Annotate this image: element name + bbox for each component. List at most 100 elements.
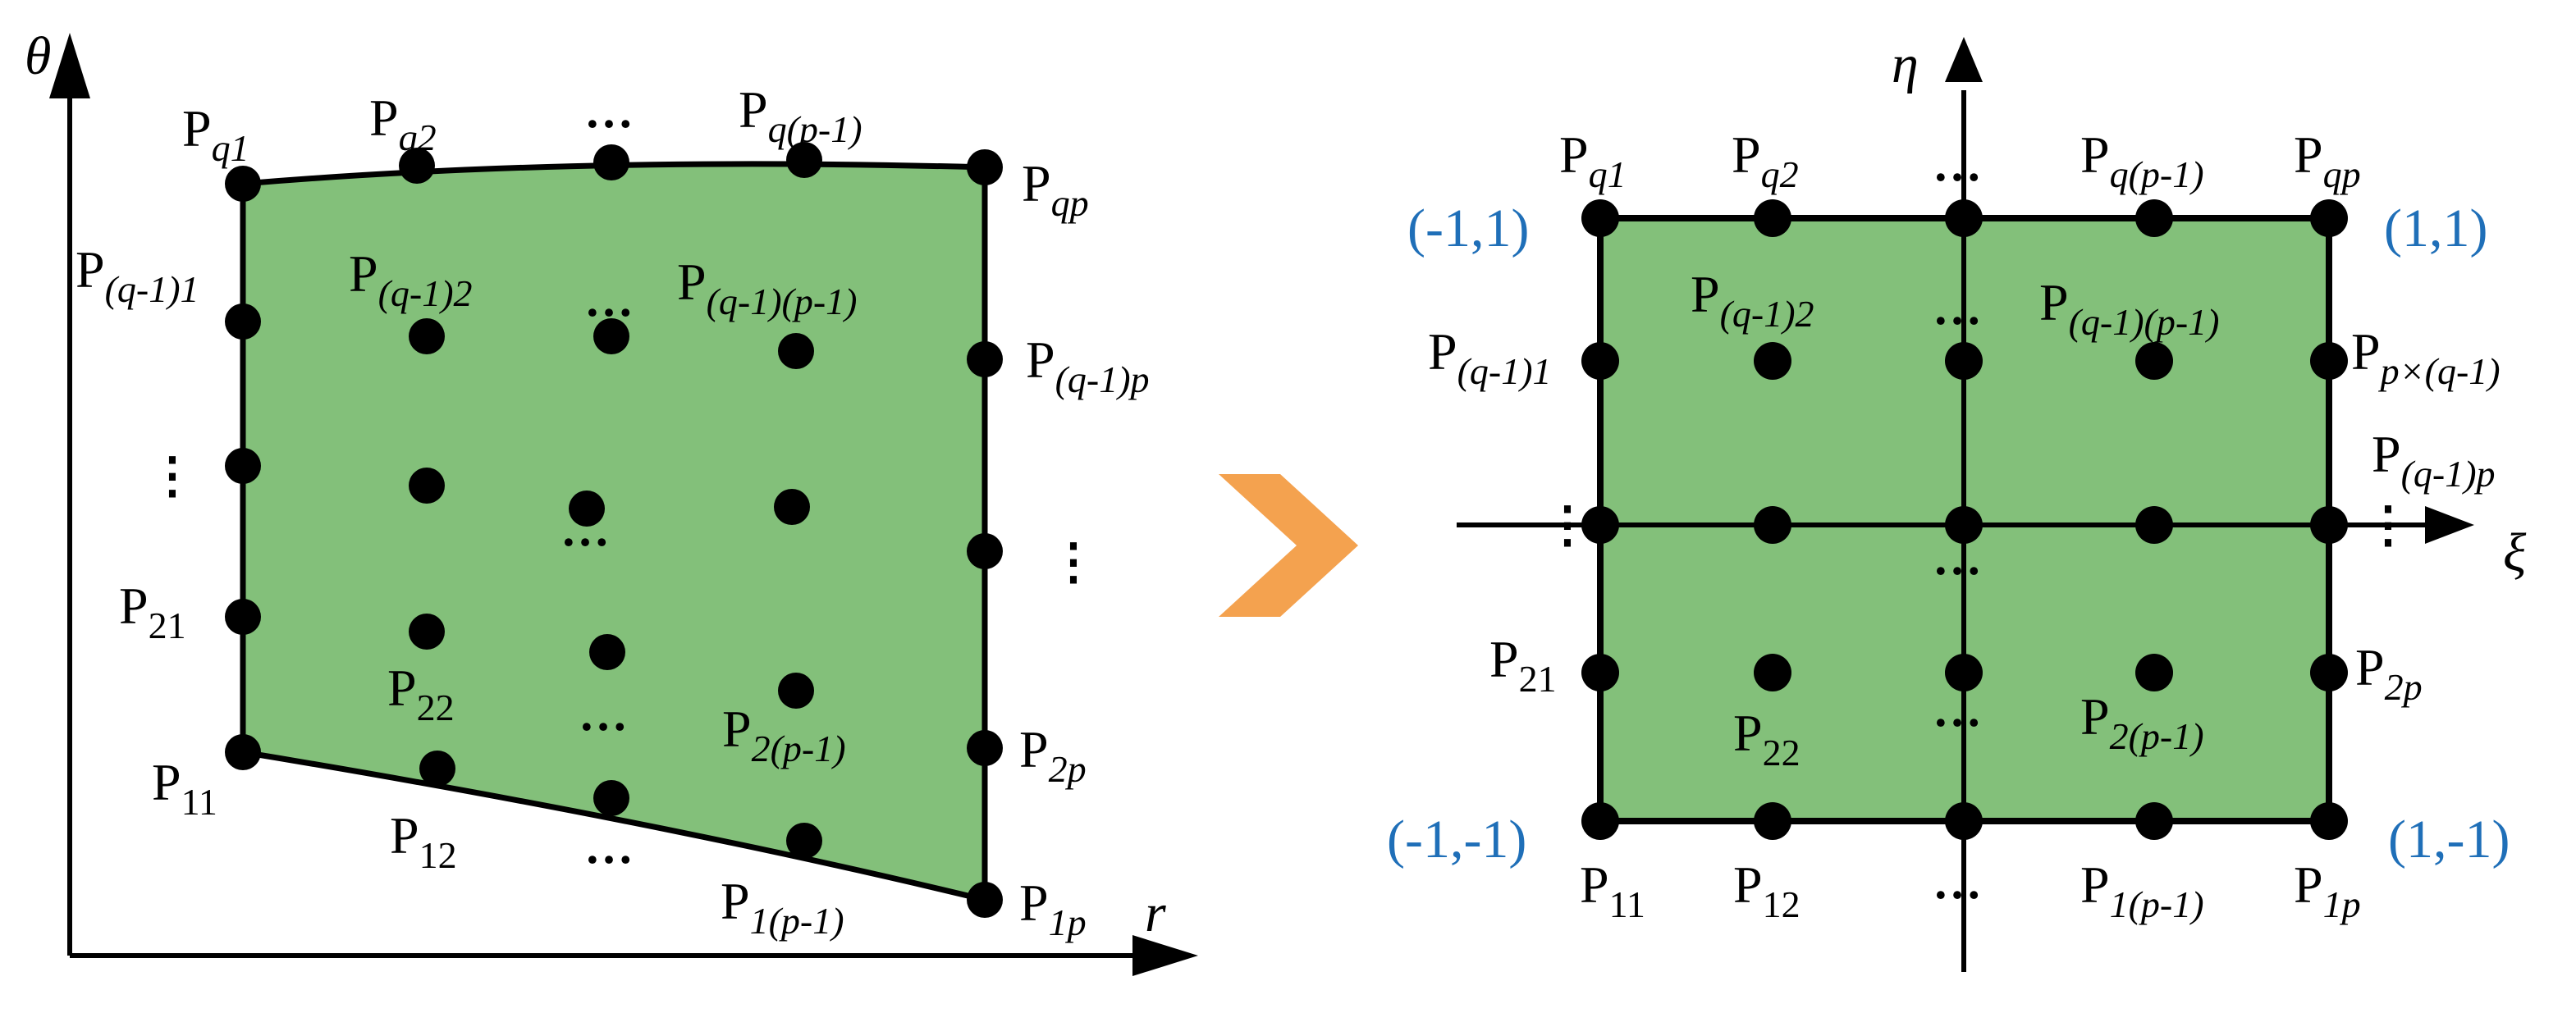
corner-coord-bottom-left: (-1,-1) — [1387, 810, 1526, 869]
label-p-22: P22 — [387, 659, 455, 728]
label-p-1-p-1: P1(p-1) — [721, 872, 844, 942]
physical-node-6 — [225, 303, 261, 340]
physical-node-24 — [786, 823, 822, 859]
physical-node-16 — [225, 599, 261, 635]
ref-label-p-11: P11 — [1580, 856, 1645, 925]
label-p-q-1-p: P(q-1)p — [1026, 331, 1150, 400]
physical-node-22 — [419, 751, 455, 787]
label-p-11: P11 — [152, 753, 217, 823]
left-ellipsis-inner-bottom: … — [579, 687, 628, 741]
right-label-group: Pq1 Pq2 Pq(p-1) Pqp P(q-1)1 P(q-1)2 P(q-… — [1428, 125, 2501, 925]
label-p-12: P12 — [390, 806, 457, 876]
left-vertical-arrowhead — [49, 33, 90, 98]
reference-node-1 — [1581, 199, 1619, 237]
label-p-q-1-1: P(q-1)1 — [75, 240, 199, 310]
physical-node-19 — [778, 673, 814, 709]
right-horizontal-arrowhead — [2425, 506, 2474, 544]
ref-label-p-q1: Pq1 — [1559, 125, 1627, 195]
left-ellipsis-inner-mid: … — [560, 502, 610, 556]
reference-node-18 — [1945, 654, 1983, 691]
physical-node-12 — [409, 468, 445, 504]
physical-node-13 — [569, 491, 605, 527]
reference-node-11 — [1581, 506, 1619, 544]
ref-label-p-q-1-p: P(q-1)p — [2372, 425, 2496, 495]
physical-node-8 — [593, 318, 629, 354]
physical-node-23 — [593, 780, 629, 816]
reference-node-21 — [1581, 802, 1619, 840]
reference-node-24 — [2135, 802, 2173, 840]
ref-label-p-2p: P2p — [2355, 638, 2423, 708]
physical-node-10 — [967, 341, 1003, 377]
reference-node-12 — [1754, 506, 1791, 544]
ref-ellipsis-top: … — [1933, 137, 1982, 191]
physical-node-21 — [225, 734, 261, 770]
right-vertical-arrowhead — [1945, 37, 1983, 82]
ref-ellipsis-lower: … — [1933, 682, 1982, 737]
reference-node-9 — [2135, 342, 2173, 380]
reference-node-25 — [2310, 802, 2348, 840]
label-p-q-1-2: P(q-1)2 — [349, 244, 473, 314]
reference-node-23 — [1945, 802, 1983, 840]
label-p-21: P21 — [119, 577, 186, 646]
reference-node-15 — [2310, 506, 2348, 544]
ref-label-p-q2: Pq2 — [1732, 125, 1799, 195]
ref-label-p-pxq-1: Pp×(q-1) — [2351, 322, 2501, 392]
ref-ellipsis-center: … — [1933, 531, 1982, 585]
left-ellipsis-left-vertical: ⋮ — [148, 449, 197, 503]
mapping-arrow — [1219, 474, 1358, 617]
left-ellipsis-bottom: … — [584, 819, 634, 874]
left-ellipsis-right-vertical: ⋮ — [1049, 535, 1098, 589]
reference-node-22 — [1754, 802, 1791, 840]
physical-node-17 — [409, 614, 445, 650]
ref-ellipsis-upper: … — [1933, 281, 1982, 335]
ref-label-p-q-1-p-1: P(q-1)(p-1) — [2039, 273, 2220, 343]
reference-node-13 — [1945, 506, 1983, 544]
reference-node-20 — [2310, 654, 2348, 691]
corner-coord-top-left: (-1,1) — [1407, 198, 1529, 258]
reference-node-6 — [1581, 342, 1619, 380]
physical-node-25 — [967, 882, 1003, 918]
corner-coord-bottom-right: (1,-1) — [2388, 810, 2510, 869]
ref-label-p-q-1-2: P(q-1)2 — [1691, 265, 1814, 335]
physical-node-3 — [593, 144, 629, 180]
ref-ellipsis-bottom: … — [1933, 855, 1982, 909]
physical-node-15 — [967, 533, 1003, 569]
reference-node-14 — [2135, 506, 2173, 544]
ref-label-p-qp: Pqp — [2294, 125, 2361, 195]
label-p-q-1-p-1: P(q-1)(p-1) — [677, 253, 858, 322]
ref-label-p-1p: P1p — [2294, 856, 2361, 925]
left-horizontal-arrowhead — [1132, 935, 1198, 976]
reference-node-7 — [1754, 342, 1791, 380]
label-p-qp: Pqp — [1022, 154, 1089, 224]
reference-node-2 — [1754, 199, 1791, 237]
reference-node-19 — [2135, 654, 2173, 691]
physical-node-11 — [225, 448, 261, 484]
ref-label-p-21: P21 — [1489, 630, 1557, 700]
physical-node-20 — [967, 730, 1003, 766]
ref-label-p-22: P22 — [1733, 704, 1800, 773]
right-node-group — [1581, 199, 2348, 840]
reference-node-10 — [2310, 342, 2348, 380]
physical-node-1 — [225, 166, 261, 202]
ref-label-p-q-1-1: P(q-1)1 — [1428, 322, 1552, 392]
label-p-2-p-1: P2(p-1) — [722, 700, 846, 769]
label-p-q2: Pq2 — [369, 89, 437, 158]
right-xi-label: ξ — [2503, 522, 2527, 582]
right-panel: η ξ (-1,1) (1,1) (-1,-1) (1,-1) Pq1 Pq2 … — [1387, 34, 2527, 972]
label-p-2p: P2p — [1019, 720, 1087, 790]
reference-node-5 — [2310, 199, 2348, 237]
ref-label-p-2-p-1: P2(p-1) — [2080, 687, 2204, 757]
label-p-q1: Pq1 — [182, 99, 249, 169]
label-p-1p: P1p — [1019, 874, 1087, 943]
physical-node-2 — [399, 148, 435, 184]
ref-label-p-12: P12 — [1733, 856, 1800, 925]
right-eta-label: η — [1892, 34, 1919, 94]
ref-label-p-q-p-1: Pq(p-1) — [2080, 125, 2204, 195]
physical-node-18 — [589, 634, 625, 670]
left-ellipsis-top: … — [584, 84, 634, 138]
left-r-label: r — [1145, 883, 1166, 943]
ref-ellipsis-left-vertical: ⋮ — [1543, 498, 1592, 552]
physical-node-14 — [774, 489, 810, 525]
